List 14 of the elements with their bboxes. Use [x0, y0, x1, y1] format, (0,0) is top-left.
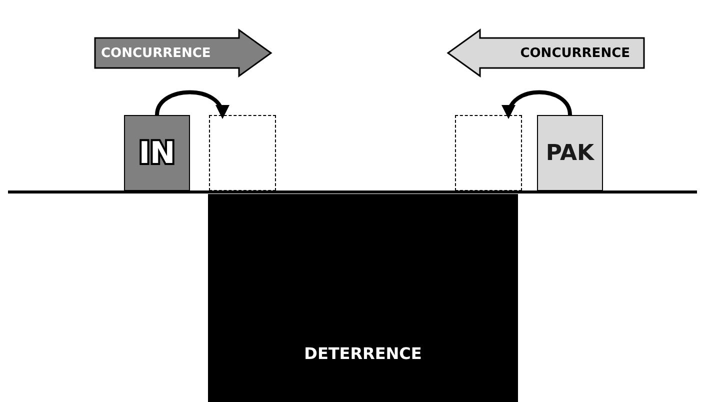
country-box: [537, 115, 603, 191]
block-arrow: [95, 30, 271, 76]
block-label: CONCURRENCE: [520, 46, 630, 60]
block-arrow: [448, 30, 644, 76]
dashed-box: [209, 115, 276, 191]
deterrence-block: [208, 194, 518, 402]
country-box: [124, 115, 190, 191]
country-label: IN: [138, 136, 176, 170]
dashed-box: [455, 115, 522, 191]
block-label: CONCURRENCE: [101, 46, 211, 60]
curved-arrow: [503, 90, 572, 119]
curved-arrow: [155, 90, 228, 119]
country-label: PAK: [546, 140, 594, 166]
block-label: DETERRENCE: [304, 344, 422, 363]
